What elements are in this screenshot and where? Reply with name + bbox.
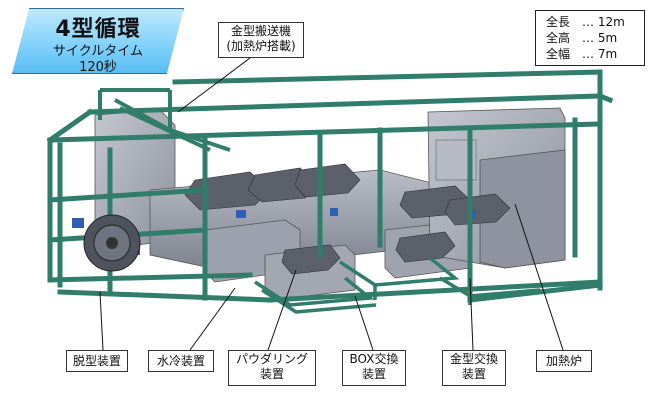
callout-demold: 脱型装置 — [66, 350, 128, 372]
spec-height-value: … 5m — [582, 31, 618, 45]
callout-mold-exchange-line2: 装置 — [461, 367, 486, 381]
leader-lines — [99, 51, 564, 351]
callout-mold-transfer-line2: (加熱炉搭載) — [226, 39, 296, 53]
callout-powdering-line1: パウダリング — [235, 352, 308, 366]
callout-mold-transfer: 金型搬送機 (加熱炉搭載) — [218, 22, 304, 58]
callout-mold-transfer-line1: 金型搬送機 — [230, 24, 291, 38]
spec-length-label: 全長 — [546, 15, 571, 29]
callout-demold-line1: 脱型装置 — [72, 354, 121, 368]
spec-length: 全長 … 12m — [546, 14, 625, 30]
callout-furnace-line1: 加熱炉 — [545, 354, 582, 368]
callout-furnace: 加熱炉 — [536, 350, 592, 372]
callout-box-exchange-line1: BOX交換 — [349, 352, 399, 366]
overhead-crane — [98, 88, 231, 152]
callout-box-exchange: BOX交換 装置 — [342, 350, 406, 386]
mold-stations — [184, 163, 511, 275]
demold-wheel — [83, 214, 141, 272]
spec-width-value: … 7m — [582, 47, 618, 61]
callout-water-cooling: 水冷装置 — [148, 350, 214, 372]
spec-length-value: … 12m — [582, 15, 625, 29]
spec-width-label: 全幅 — [546, 47, 571, 61]
callout-box-exchange-line2: 装置 — [361, 367, 386, 381]
callout-water-cooling-line1: 水冷装置 — [156, 354, 205, 368]
callout-mold-exchange-line1: 金型交換 — [449, 352, 498, 366]
spec-height-label: 全高 — [546, 31, 571, 45]
callout-mold-exchange: 金型交換 装置 — [442, 350, 506, 386]
title-cycle-label: サイクルタイム — [52, 44, 144, 59]
dimension-spec-box: 全長 … 12m 全高 … 5m 全幅 … 7m — [535, 10, 645, 66]
callout-powdering: パウダリング 装置 — [228, 350, 316, 386]
title-cycle-value: 120秒 — [79, 60, 117, 75]
callout-powdering-line2: 装置 — [259, 367, 284, 381]
title-badge: 4型循環 サイクルタイム 120秒 — [12, 8, 184, 74]
spec-width: 全幅 … 7m — [546, 46, 617, 62]
conveyor-frames — [254, 256, 541, 314]
spec-height: 全高 … 5m — [546, 30, 617, 46]
title-main: 4型循環 — [55, 17, 141, 42]
